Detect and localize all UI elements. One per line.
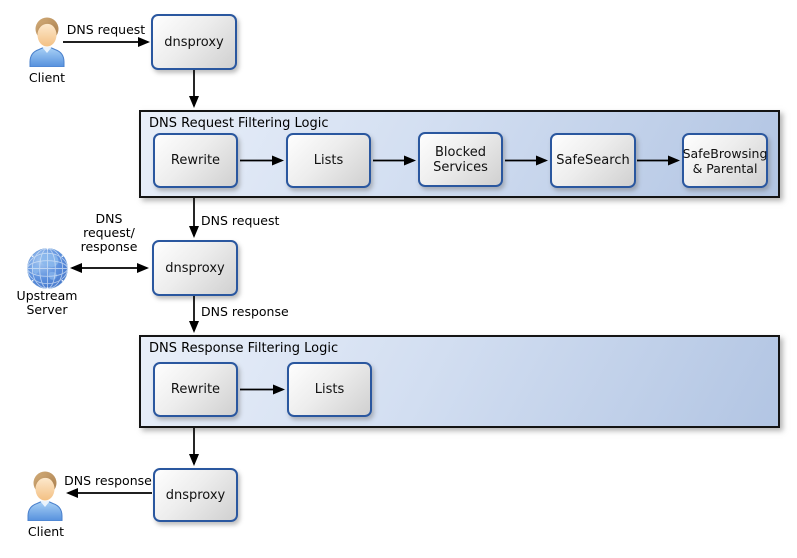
step-blocked-services: Blocked Services [418, 132, 503, 187]
node-dnsproxy-middle: dnsproxy [152, 240, 238, 296]
client-icon [29, 17, 65, 67]
node-dnsproxy-bottom-label: dnsproxy [165, 487, 226, 503]
upstream-server-icon [27, 247, 68, 290]
edge-label-upstream-line1: DNS [95, 211, 123, 226]
upstream-label-line1: Upstream [16, 288, 78, 303]
response-filtering-title: DNS Response Filtering Logic [149, 341, 339, 356]
node-dnsproxy-top: dnsproxy [151, 14, 237, 70]
client-icon [27, 471, 63, 521]
response-filtering-container: DNS Response Filtering Logic Rewrite Lis… [139, 335, 780, 428]
step-rewrite-response-label: Rewrite [170, 382, 221, 397]
node-dnsproxy-bottom: dnsproxy [153, 468, 238, 522]
step-lists-request-label: Lists [313, 153, 344, 168]
request-filtering-container: DNS Request Filtering Logic Rewrite List… [139, 110, 780, 198]
node-dnsproxy-middle-label: dnsproxy [165, 260, 225, 276]
step-safesearch-label: SafeSearch [556, 153, 630, 168]
step-safebrowsing-parental: SafeBrowsing & Parental [682, 133, 768, 188]
client-top-label: Client [28, 70, 66, 85]
node-dnsproxy-top-label: dnsproxy [164, 34, 224, 50]
step-rewrite-response: Rewrite [153, 362, 238, 417]
edge-label-upstream: DNS request/ response [70, 212, 148, 254]
step-rewrite-request-label: Rewrite [170, 153, 221, 168]
step-rewrite-request: Rewrite [153, 133, 238, 188]
step-lists-request: Lists [286, 133, 371, 188]
upstream-server-label: Upstream Server [7, 289, 87, 317]
step-blocked-services-label: Blocked Services [433, 144, 488, 175]
edge-label-filtered-request: DNS request [201, 213, 280, 228]
step-safebrowsing-parental-label: SafeBrowsing & Parental [682, 145, 768, 176]
edge-label-upstream-line2: request/ [83, 225, 135, 240]
step-lists-response-label: Lists [314, 382, 345, 397]
upstream-label-line2: Server [26, 302, 68, 317]
step-safesearch: SafeSearch [550, 133, 636, 188]
edge-label-client-response: DNS response [64, 473, 152, 488]
step-lists-response: Lists [287, 362, 372, 417]
edge-label-client-request: DNS request [66, 22, 146, 37]
client-bottom-label: Client [27, 524, 65, 539]
edge-label-upstream-line3: response [80, 239, 138, 254]
request-filtering-title: DNS Request Filtering Logic [149, 116, 329, 131]
edge-label-proxy-response: DNS response [201, 304, 289, 319]
